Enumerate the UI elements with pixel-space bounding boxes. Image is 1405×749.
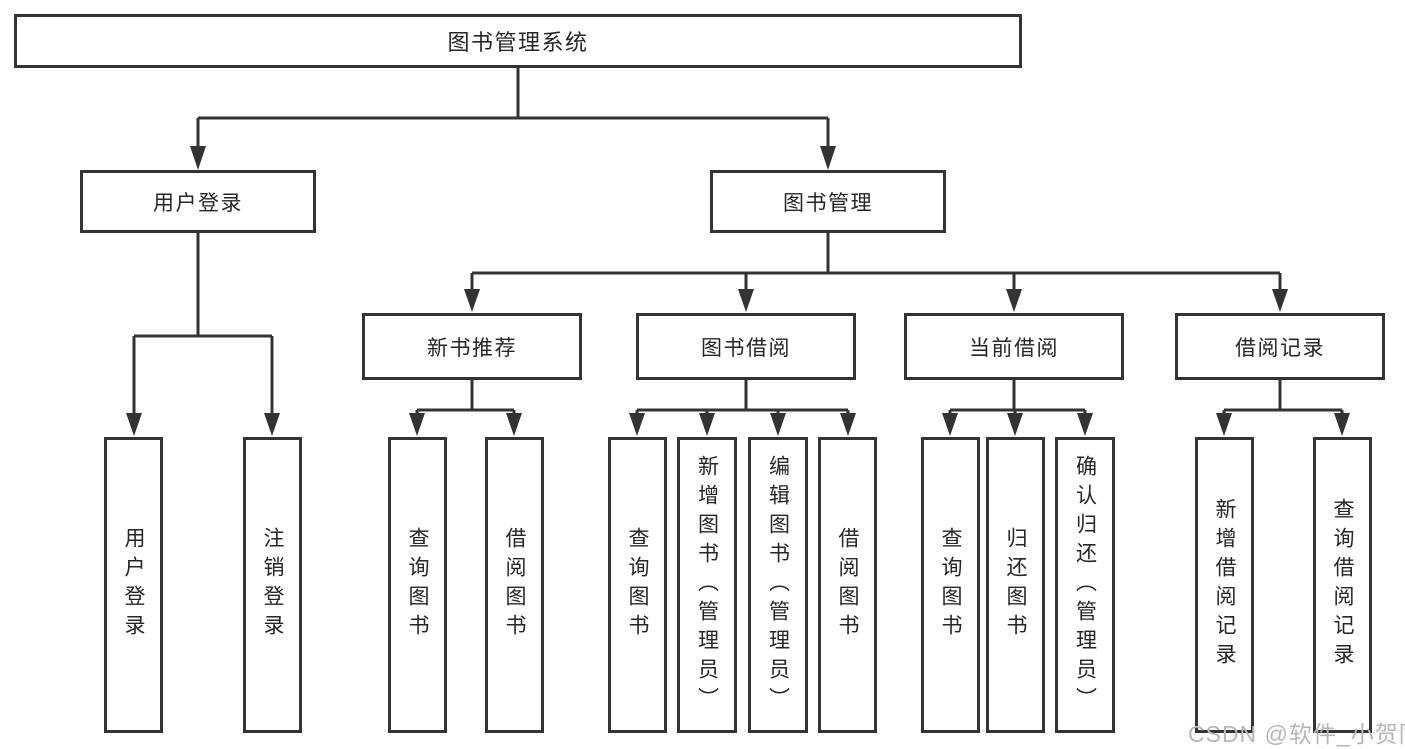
node-borrow-record: 借阅记录 <box>1175 313 1385 380</box>
arrowhead-down-icon <box>190 146 206 170</box>
leaf-add-borrow-record-label: 新增借阅记录 <box>1213 498 1236 672</box>
arrowhead-down-icon <box>1007 413 1023 436</box>
node-user-login-label: 用户登录 <box>153 191 243 215</box>
connector-root-to-level2 <box>190 68 836 170</box>
connector-borrow-record-to-leaves <box>1216 380 1350 436</box>
connector-line <box>635 380 850 416</box>
connector-line <box>415 380 516 416</box>
arrowhead-down-icon <box>770 413 786 436</box>
arrowhead-down-icon <box>820 146 836 170</box>
leaf-query-borrow-record-label: 查询借阅记录 <box>1331 498 1354 672</box>
leaf-add-book: 新增图书（管理员） <box>677 437 737 733</box>
leaf-query-book-1: 查询图书 <box>388 437 447 733</box>
connector-book-mgmt-to-level3 <box>464 233 1288 312</box>
leaf-query-book-3: 查询图书 <box>921 437 980 733</box>
arrowhead-down-icon <box>942 413 958 436</box>
leaf-logout-label: 注销登录 <box>261 527 284 643</box>
connector-user-login-to-leaves <box>126 233 280 436</box>
arrowhead-down-icon <box>1216 413 1232 436</box>
connector-line <box>132 233 274 416</box>
leaf-return-book-label: 归还图书 <box>1004 527 1027 643</box>
node-root: 图书管理系统 <box>14 14 1022 68</box>
leaf-borrow-book-1-label: 借阅图书 <box>503 527 526 643</box>
node-book-mgmt-label: 图书管理 <box>783 191 873 215</box>
node-borrow-record-label: 借阅记录 <box>1235 336 1325 360</box>
arrowhead-down-icon <box>126 413 142 436</box>
arrowhead-down-icon <box>1077 413 1093 436</box>
watermark: CSDN @软件_小贺同学 <box>1188 721 1405 747</box>
leaf-query-book-2: 查询图书 <box>608 437 667 733</box>
leaf-confirm-return-label: 确认归还（管理员） <box>1073 454 1097 716</box>
leaf-add-book-label: 新增图书（管理员） <box>695 454 719 716</box>
arrowhead-down-icon <box>506 413 522 436</box>
node-new-book-rec-label: 新书推荐 <box>427 336 517 360</box>
arrowhead-down-icon <box>1272 289 1288 312</box>
arrowhead-down-icon <box>699 413 715 436</box>
node-root-label: 图书管理系统 <box>447 30 589 55</box>
arrowhead-down-icon <box>409 413 425 436</box>
leaf-edit-book: 编辑图书（管理员） <box>748 437 808 733</box>
node-current-borrow: 当前借阅 <box>904 313 1124 380</box>
leaf-add-borrow-record: 新增借阅记录 <box>1195 437 1254 733</box>
connector-line <box>196 68 830 148</box>
arrowhead-down-icon <box>464 289 480 312</box>
arrowhead-down-icon <box>264 413 280 436</box>
arrowhead-down-icon <box>629 413 645 436</box>
leaf-confirm-return: 确认归还（管理员） <box>1055 437 1115 733</box>
node-user-login: 用户登录 <box>80 170 316 233</box>
leaf-borrow-book-1: 借阅图书 <box>485 437 544 733</box>
leaf-query-book-3-label: 查询图书 <box>939 527 962 643</box>
arrowhead-down-icon <box>1006 289 1022 312</box>
connector-current-borrow-to-leaves <box>942 380 1093 436</box>
connector-new-book-rec-to-leaves <box>409 380 522 436</box>
connector-book-borrow-to-leaves <box>629 380 856 436</box>
leaf-query-borrow-record: 查询借阅记录 <box>1313 437 1372 733</box>
node-new-book-rec: 新书推荐 <box>362 313 582 380</box>
arrowhead-down-icon <box>1334 413 1350 436</box>
node-current-borrow-label: 当前借阅 <box>969 336 1059 360</box>
leaf-logout: 注销登录 <box>243 437 302 733</box>
leaf-user-login: 用户登录 <box>104 437 163 733</box>
connector-line <box>1222 380 1344 416</box>
node-book-borrow-label: 图书借阅 <box>701 336 791 360</box>
arrowhead-down-icon <box>840 413 856 436</box>
leaf-query-book-2-label: 查询图书 <box>626 527 649 643</box>
leaf-edit-book-label: 编辑图书（管理员） <box>766 454 790 716</box>
leaf-return-book: 归还图书 <box>986 437 1045 733</box>
connector-line <box>470 233 1282 292</box>
leaf-user-login-label: 用户登录 <box>122 527 145 643</box>
connector-line <box>948 380 1087 416</box>
leaf-borrow-book-2-label: 借阅图书 <box>836 527 859 643</box>
arrowhead-down-icon <box>738 289 754 312</box>
leaf-query-book-1-label: 查询图书 <box>406 527 429 643</box>
leaf-borrow-book-2: 借阅图书 <box>818 437 877 733</box>
node-book-borrow: 图书借阅 <box>636 313 856 380</box>
node-book-mgmt: 图书管理 <box>710 170 946 233</box>
